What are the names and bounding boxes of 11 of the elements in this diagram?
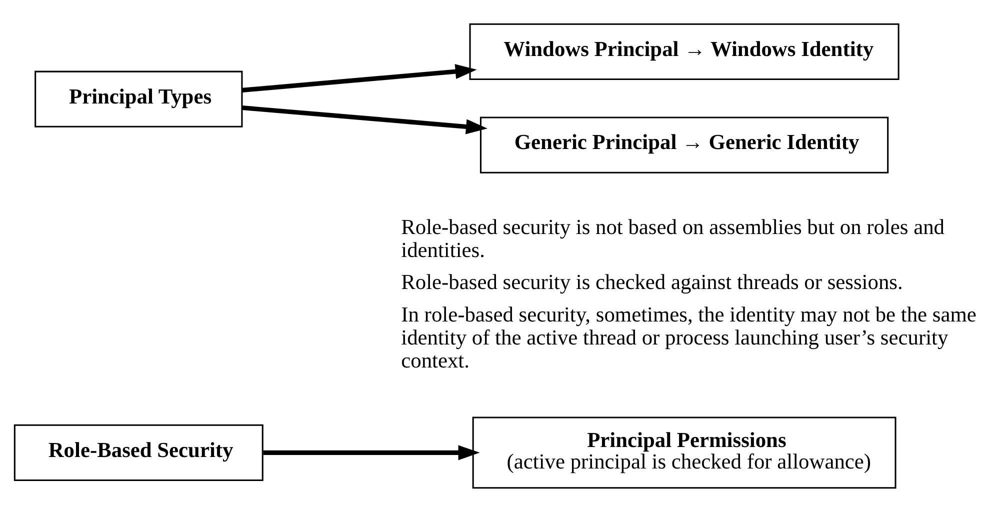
node-box: Windows Principal → Windows Identity	[469, 23, 900, 80]
arrow	[263, 445, 480, 460]
node-box: Generic Principal → Generic Identity	[480, 116, 889, 174]
arrow	[242, 64, 477, 92]
node-box: Principal Types	[34, 70, 243, 128]
label: Role-based security is checked against threads or sessions.	[401, 270, 903, 294]
node-box: Principal Permissions (active principal is checked for allowance)	[472, 416, 896, 489]
arrow	[242, 105, 488, 134]
node-box: Role-Based Security	[14, 424, 264, 481]
label: Role-based security is not based on assemblies but on roles and identities.	[401, 215, 945, 262]
label: In role-based security, sometimes, the identity may not be the same identity of the active thread or process launching user’s security context.	[401, 302, 976, 372]
